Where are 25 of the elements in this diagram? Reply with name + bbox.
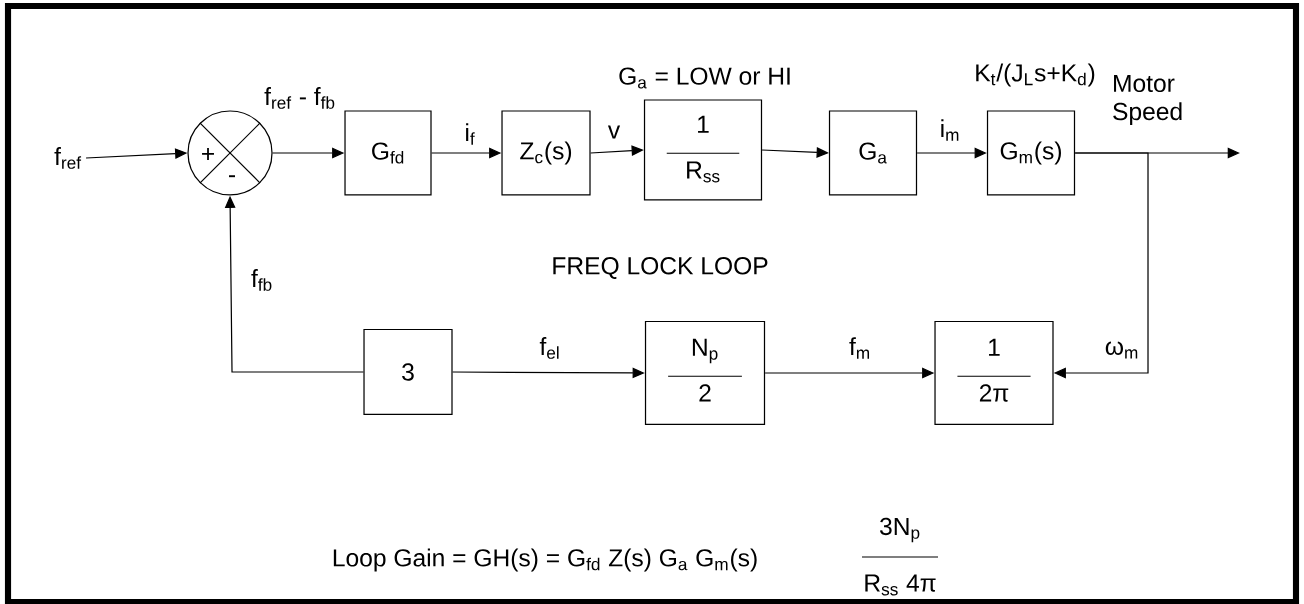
block-box: Z$_{c}$(s) [501,110,591,196]
block-box: 3 [363,328,453,416]
edge-label: ω$_{m}$ [1105,341,1138,359]
edge-label: f$_{el}$ [539,337,559,359]
edge-label: i$_{f}$ [466,123,475,145]
fraction-denominator: R$_{ss}$ 4π [865,574,936,596]
edge-label: f$_{m}$ [849,337,869,359]
block-box: 1 2π [934,320,1054,426]
block-box: 1 R$_{ss}$ [643,99,763,201]
edge-label: v [607,125,621,139]
summing-junction: + - [187,110,273,196]
edge-label: f$_{fb}$ [251,269,272,291]
transfer-function-label: K$_{t}$/(J$_{L}$s+K$_{d}$) [976,63,1095,87]
signal-label: f$_{ref}$ [54,147,82,169]
edge-label: Motor Speed [1113,74,1182,126]
block-box: G$_{a}$ [828,110,918,196]
block-box: G$_{fd}$ [344,110,432,196]
block-box: N$_{p}$ 2 [644,320,766,426]
fraction-numerator: 3N$_{p}$ [880,517,920,543]
annotation: FREQ LOCK LOOP [553,257,768,279]
annotation: G$_{a}$ = LOW or HI [619,67,790,89]
edge-label: f$_{ref}$ - f$_{fb}$ [264,87,335,109]
block-box: G$_{m}$(s) [986,110,1076,196]
edge-label: i$_{m}$ [941,119,959,141]
loop-gain-equation: Loop Gain = GH(s) = G$_{fd}$ Z(s) G$_{a}$ G$_{m}$(s) [333,548,757,572]
